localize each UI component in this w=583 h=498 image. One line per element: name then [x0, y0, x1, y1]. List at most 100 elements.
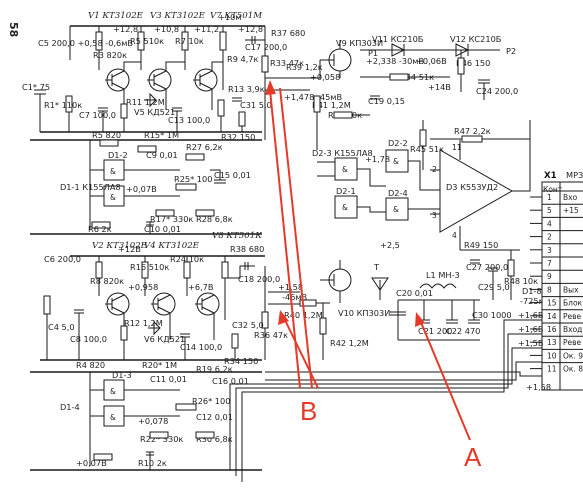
- label-low-2: R8 820к: [90, 276, 124, 286]
- label-mid-1: R15* 1М: [144, 130, 179, 140]
- connector-pin-label: Вых: [563, 285, 579, 294]
- label-low-13: C32 5,0: [232, 320, 264, 330]
- label-top-30: +0,06В: [416, 56, 447, 66]
- callout-b-arrow-upper-left: [269, 89, 301, 389]
- label-top-19: R32 150: [221, 132, 255, 142]
- label-filter-1: L1 МН-3: [426, 270, 460, 280]
- connector-pin-number: 7: [547, 259, 552, 268]
- resistor-r17: [155, 209, 175, 217]
- label-filter-5: C29 5,0: [478, 282, 510, 292]
- label-top-5: C17 200,0: [245, 42, 287, 52]
- label-mid-8: R28 6,8к: [196, 214, 233, 224]
- label-filter-8: R48 10к: [504, 276, 538, 286]
- connector-pin-number: 13: [547, 338, 557, 347]
- label-low-15: R12 1,2М: [124, 318, 163, 328]
- label-mid-2: C9 0,01: [146, 150, 178, 160]
- label-t: T: [373, 262, 380, 272]
- label-low-21: R4 820: [76, 360, 105, 370]
- label-low-12: R36 47к: [254, 330, 288, 340]
- resistor-r42: [319, 317, 327, 335]
- label-top-25: R41 1,2М: [312, 100, 351, 110]
- label-filter-6: C27 200,0: [466, 262, 508, 272]
- label-low-23: R19 6,2к: [196, 364, 233, 374]
- label-low-7: +6,7В: [188, 282, 214, 292]
- label-conn-v3: +1,58: [526, 382, 551, 392]
- svg-text:&: &: [342, 165, 348, 174]
- label-p2: P2: [506, 46, 516, 56]
- connector-pin-label: Ок. 9: [563, 351, 583, 360]
- label-top-32: R46 150: [456, 58, 490, 68]
- label-low-31: +0,07В: [76, 458, 107, 468]
- label-low-6: +0,958: [128, 282, 158, 292]
- label-mid-7: R17* 330к: [150, 214, 193, 224]
- label-mpr: МРЗ: [566, 170, 583, 180]
- label-low-30: R10 2к: [138, 458, 167, 468]
- label-filter-3: C22 470: [446, 326, 480, 336]
- label-filter-11: +2,5: [380, 240, 400, 250]
- callout-b-label: B: [300, 396, 317, 426]
- label-top-35: R47 2,2к: [454, 126, 491, 136]
- label-top-33: C24 200,0: [476, 86, 518, 96]
- label-low-18: C8 100,0: [70, 334, 107, 344]
- label-top-2: +11,2: [194, 24, 219, 34]
- resistor-r24: [183, 261, 191, 279]
- connector-pin-label: Ок. 8: [563, 365, 583, 374]
- label-top-27: C19 0,15: [368, 96, 405, 106]
- label-d2-3: D2-3 К155ЛА8: [312, 148, 373, 158]
- label-filter-7: R49 150: [464, 240, 498, 250]
- label-low-4: R24 10к: [170, 254, 204, 264]
- callout-b-arrow-upper-right: [279, 87, 313, 389]
- label-top-13: R1* 110к: [44, 100, 82, 110]
- connector-pin-number: 9: [547, 272, 552, 281]
- resistor-r48: [507, 259, 515, 277]
- label-p1: P1: [368, 48, 378, 58]
- label-mid-3: R27 6,2к: [186, 142, 223, 152]
- svg-text:&: &: [110, 387, 116, 396]
- svg-text:11: 11: [452, 143, 462, 152]
- label-filter-4: C30 1000: [472, 310, 512, 320]
- label-filter-0: C20 0,01: [396, 288, 433, 298]
- label-top-23: +0,058: [310, 72, 340, 82]
- label-top-9: R7 10к: [175, 36, 204, 46]
- label-top-14: C7 100,0: [79, 110, 116, 120]
- label-low-26: R26* 100: [192, 396, 230, 406]
- label-x1: X1: [544, 171, 557, 181]
- resistor-r43: [333, 111, 353, 119]
- label-v12: V12 КС210Б: [450, 34, 502, 44]
- resistor-r33: [261, 55, 269, 73]
- label-v9: V9 КП303И: [336, 38, 383, 48]
- label-low-1: +12В: [118, 244, 141, 254]
- label-mid-4: C15 0,01: [214, 170, 251, 180]
- connector-pin-label: Вход: [563, 325, 582, 334]
- label-top-36: R45 51к: [410, 144, 444, 154]
- label-d3: D3 К553УД2: [446, 182, 498, 192]
- resistor-r32: [238, 111, 246, 127]
- label-low-25: C16 0,01: [212, 376, 249, 386]
- label-v1: V1 КТ3102Е: [88, 11, 144, 21]
- connector-pin-label: Реве: [563, 312, 582, 321]
- label-v4: V4 КТ3102Е: [144, 241, 200, 251]
- label-low-10: -46мВ: [282, 292, 308, 302]
- label-low-5: R38 680: [230, 244, 264, 254]
- label-top-11: C5 200,0 +0,58 -0,6мВ: [38, 38, 133, 48]
- connector-pin-number: 4: [547, 219, 552, 228]
- connector-pin-number: 14: [547, 312, 557, 321]
- label-low-3: R16 510к: [130, 262, 169, 272]
- svg-text:3: 3: [432, 211, 437, 220]
- label-filter-9: D1-8,58: [522, 286, 555, 296]
- label-top-6: R37 680: [271, 28, 305, 38]
- connector-table: [541, 181, 583, 391]
- label-d2-4: D2-4: [388, 188, 408, 198]
- label-mid-6: +0,07В: [126, 184, 157, 194]
- label-mid-11: +1,78: [365, 154, 390, 164]
- label-top-21: R33 47к: [270, 58, 304, 68]
- callout-a-arrow-line: [419, 319, 471, 441]
- connector-pin-number: 1: [547, 193, 552, 202]
- label-low-17: C14 100,0: [180, 342, 222, 352]
- resistor-r15: [137, 145, 157, 153]
- label-v10: V10 КП303И: [338, 308, 390, 318]
- resistor-r13: [217, 99, 225, 117]
